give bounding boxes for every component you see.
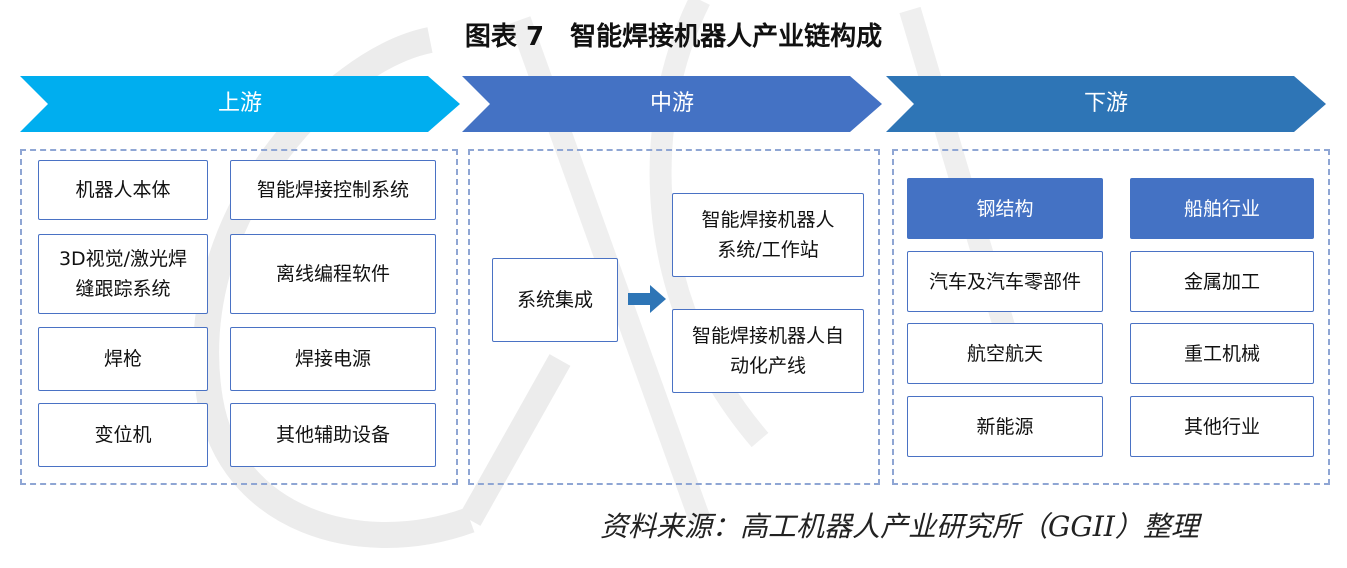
upstream-label: 上游 [217,91,262,116]
downstream-section [892,149,1330,485]
system-integration-box: 系统集成 [492,258,618,342]
downstream-item: 重工机械 [1130,323,1314,384]
midstream-label: 中游 [649,91,694,116]
downstream-header: 船舶行业 [1130,178,1314,239]
upstream-item: 离线编程软件 [230,234,436,314]
downstream-banner: 下游 [886,76,1326,132]
upstream-item: 机器人本体 [38,160,208,220]
upstream-section [20,149,458,485]
welding-workstation-box: 智能焊接机器人系统/工作站 [672,193,864,277]
midstream-banner: 中游 [462,76,882,132]
downstream-item: 新能源 [907,396,1103,457]
downstream-header: 钢结构 [907,178,1103,239]
downstream-item: 其他行业 [1130,396,1314,457]
upstream-item: 3D视觉/激光焊缝跟踪系统 [38,234,208,314]
welding-production-line-box: 智能焊接机器人自动化产线 [672,309,864,393]
upstream-item: 变位机 [38,403,208,467]
upstream-item: 其他辅助设备 [230,403,436,467]
downstream-label: 下游 [1083,91,1128,116]
diagram-title: 图表 7 智能焊接机器人产业链构成 [464,22,883,52]
upstream-item: 焊枪 [38,327,208,391]
upstream-item: 智能焊接控制系统 [230,160,436,220]
downstream-item: 航空航天 [907,323,1103,384]
upstream-banner: 上游 [20,76,460,132]
midstream-section [468,149,880,485]
downstream-item: 金属加工 [1130,251,1314,312]
upstream-item: 焊接电源 [230,327,436,391]
downstream-item: 汽车及汽车零部件 [907,251,1103,312]
source-note: 资料来源：高工机器人产业研究所（GGII）整理 [600,510,1199,543]
right-arrow-icon [628,285,666,313]
